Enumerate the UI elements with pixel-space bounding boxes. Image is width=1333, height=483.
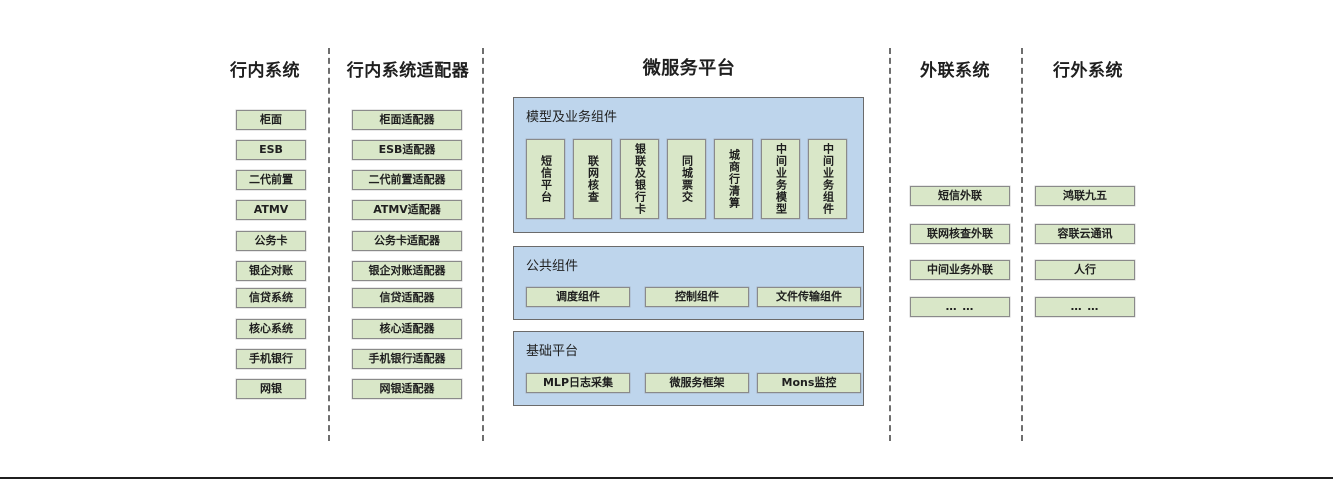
node-in-bank-system[interactable]: ESB: [236, 140, 306, 160]
node-in-bank-system[interactable]: 银企对账: [236, 261, 306, 281]
node-outside-bank-system-more[interactable]: … …: [1035, 297, 1135, 317]
column-title-in-bank-systems: 行内系统: [230, 61, 300, 81]
panel-public-components: 公共组件: [513, 246, 864, 320]
node-in-bank-adapter[interactable]: 二代前置适配器: [352, 170, 462, 190]
node-in-bank-system[interactable]: 核心系统: [236, 319, 306, 339]
node-model-component[interactable]: 同城票交: [667, 139, 706, 219]
panel-title-foundation-platform: 基础平台: [526, 344, 579, 359]
node-in-bank-adapter[interactable]: ESB适配器: [352, 140, 462, 160]
node-model-component[interactable]: 银联及银行卡: [620, 139, 659, 219]
node-in-bank-system[interactable]: 公务卡: [236, 231, 306, 251]
node-in-bank-system[interactable]: 信贷系统: [236, 288, 306, 308]
column-separator-3: [889, 48, 891, 441]
node-in-bank-adapter[interactable]: ATMV适配器: [352, 200, 462, 220]
column-title-external-link-systems: 外联系统: [920, 61, 990, 81]
column-separator-2: [482, 48, 484, 441]
node-in-bank-system[interactable]: 二代前置: [236, 170, 306, 190]
node-in-bank-system[interactable]: 网银: [236, 379, 306, 399]
node-public-component[interactable]: 文件传输组件: [757, 287, 861, 307]
node-public-component[interactable]: 控制组件: [645, 287, 749, 307]
node-model-component[interactable]: 中间业务组件: [808, 139, 847, 219]
node-in-bank-adapter[interactable]: 信贷适配器: [352, 288, 462, 308]
node-in-bank-adapter[interactable]: 银企对账适配器: [352, 261, 462, 281]
column-title-outside-bank-systems: 行外系统: [1053, 61, 1123, 81]
node-external-link-system[interactable]: 中间业务外联: [910, 260, 1010, 280]
node-outside-bank-system[interactable]: 人行: [1035, 260, 1135, 280]
node-outside-bank-system[interactable]: 鸿联九五: [1035, 186, 1135, 206]
node-in-bank-adapter[interactable]: 核心适配器: [352, 319, 462, 339]
footer-divider: [0, 477, 1333, 479]
node-model-component[interactable]: 联网核查: [573, 139, 612, 219]
node-in-bank-system[interactable]: 手机银行: [236, 349, 306, 369]
panel-title-model-business-components: 模型及业务组件: [526, 110, 618, 125]
node-external-link-system-more[interactable]: … …: [910, 297, 1010, 317]
node-in-bank-system[interactable]: ATMV: [236, 200, 306, 220]
column-title-microservice-platform: 微服务平台: [642, 58, 736, 79]
node-in-bank-adapter[interactable]: 柜面适配器: [352, 110, 462, 130]
node-foundation-component[interactable]: MLP日志采集: [526, 373, 630, 393]
node-in-bank-adapter[interactable]: 手机银行适配器: [352, 349, 462, 369]
panel-title-public-components: 公共组件: [526, 259, 579, 274]
node-in-bank-adapter[interactable]: 网银适配器: [352, 379, 462, 399]
node-foundation-component[interactable]: Mons监控: [757, 373, 861, 393]
node-model-component[interactable]: 中间业务模型: [761, 139, 800, 219]
column-separator-1: [328, 48, 330, 441]
panel-foundation-platform: 基础平台: [513, 331, 864, 406]
node-outside-bank-system[interactable]: 容联云通讯: [1035, 224, 1135, 244]
node-model-component[interactable]: 城商行清算: [714, 139, 753, 219]
node-external-link-system[interactable]: 联网核查外联: [910, 224, 1010, 244]
node-external-link-system[interactable]: 短信外联: [910, 186, 1010, 206]
column-title-in-bank-adapters: 行内系统适配器: [346, 61, 470, 81]
node-in-bank-system[interactable]: 柜面: [236, 110, 306, 130]
column-separator-4: [1021, 48, 1023, 441]
node-in-bank-adapter[interactable]: 公务卡适配器: [352, 231, 462, 251]
node-model-component[interactable]: 短信平台: [526, 139, 565, 219]
node-foundation-component[interactable]: 微服务框架: [645, 373, 749, 393]
node-public-component[interactable]: 调度组件: [526, 287, 630, 307]
